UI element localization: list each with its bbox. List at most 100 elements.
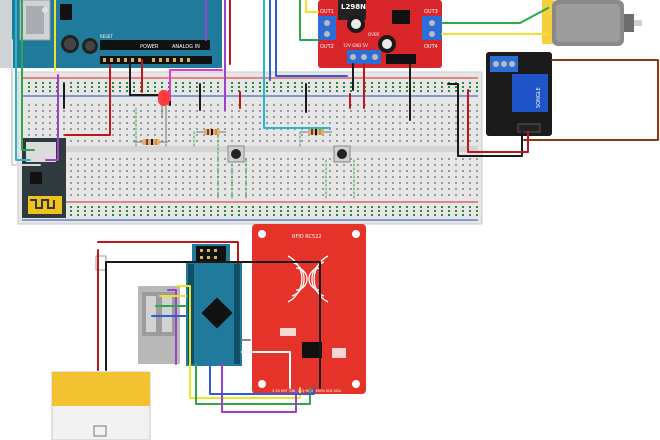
breadboard-hole xyxy=(315,194,317,196)
breadboard-hole xyxy=(343,170,345,172)
breadboard-hole xyxy=(35,90,37,92)
breadboard-hole xyxy=(364,164,366,166)
breadboard-hole xyxy=(140,176,142,178)
breadboard-hole xyxy=(168,128,170,130)
breadboard-hole xyxy=(280,90,282,92)
breadboard-hole xyxy=(154,116,156,118)
breadboard-hole xyxy=(105,86,107,88)
breadboard-hole xyxy=(322,122,324,124)
breadboard-hole xyxy=(210,182,212,184)
breadboard-hole xyxy=(140,134,142,136)
breadboard-hole xyxy=(315,210,317,212)
breadboard-hole xyxy=(259,214,261,216)
breadboard-hole xyxy=(161,188,163,190)
breadboard-hole xyxy=(98,206,100,208)
breadboard-hole xyxy=(175,164,177,166)
breadboard-hole xyxy=(343,104,345,106)
breadboard-hole xyxy=(420,134,422,136)
breadboard-hole xyxy=(112,90,114,92)
breadboard-hole xyxy=(350,128,352,130)
breadboard-hole xyxy=(91,170,93,172)
breadboard-hole xyxy=(476,116,478,118)
breadboard-hole xyxy=(189,182,191,184)
breadboard-hole xyxy=(91,140,93,142)
breadboard-hole xyxy=(476,86,478,88)
breadboard-hole xyxy=(84,206,86,208)
breadboard-hole xyxy=(462,210,464,212)
breadboard-hole xyxy=(413,164,415,166)
breadboard-hole xyxy=(189,82,191,84)
breadboard-hole xyxy=(308,90,310,92)
breadboard-hole xyxy=(252,86,254,88)
breadboard-hole xyxy=(301,182,303,184)
breadboard-hole xyxy=(140,206,142,208)
breadboard-hole xyxy=(469,194,471,196)
breadboard-hole xyxy=(441,164,443,166)
breadboard-hole xyxy=(329,82,331,84)
breadboard-hole xyxy=(350,158,352,160)
breadboard-hole xyxy=(357,164,359,166)
breadboard-hole xyxy=(168,116,170,118)
breadboard-hole xyxy=(413,206,415,208)
breadboard-hole xyxy=(364,134,366,136)
breadboard-hole xyxy=(133,214,135,216)
breadboard-hole xyxy=(154,206,156,208)
breadboard-hole xyxy=(182,164,184,166)
breadboard-hole xyxy=(245,140,247,142)
breadboard-hole xyxy=(378,140,380,142)
breadboard-hole xyxy=(105,90,107,92)
breadboard-hole xyxy=(329,86,331,88)
breadboard-hole xyxy=(469,86,471,88)
breadboard-hole xyxy=(63,122,65,124)
breadboard-hole xyxy=(371,188,373,190)
breadboard-hole xyxy=(175,110,177,112)
breadboard-hole xyxy=(252,158,254,160)
breadboard-hole xyxy=(70,214,72,216)
driver-heatsink xyxy=(338,0,366,20)
breadboard-hole xyxy=(210,110,212,112)
breadboard-hole xyxy=(406,206,408,208)
breadboard-hole xyxy=(392,104,394,106)
breadboard-hole xyxy=(476,158,478,160)
breadboard-hole xyxy=(105,206,107,208)
breadboard-hole xyxy=(287,110,289,112)
breadboard-hole xyxy=(476,134,478,136)
breadboard xyxy=(17,71,483,225)
resistor-3 xyxy=(300,129,332,135)
breadboard-hole xyxy=(476,188,478,190)
breadboard-hole xyxy=(315,170,317,172)
breadboard-hole xyxy=(252,210,254,212)
breadboard-hole xyxy=(119,90,121,92)
breadboard-hole xyxy=(238,170,240,172)
breadboard-hole xyxy=(385,206,387,208)
breadboard-hole xyxy=(273,140,275,142)
breadboard-hole xyxy=(287,194,289,196)
breadboard-hole xyxy=(154,176,156,178)
breadboard-hole xyxy=(378,134,380,136)
breadboard-hole xyxy=(273,90,275,92)
breadboard-hole xyxy=(455,110,457,112)
breadboard-hole xyxy=(126,90,128,92)
wire-magenta-led xyxy=(169,69,223,101)
breadboard-hole xyxy=(329,176,331,178)
breadboard-hole xyxy=(126,116,128,118)
breadboard-hole xyxy=(91,206,93,208)
breadboard-hole xyxy=(357,158,359,160)
breadboard-hole xyxy=(350,82,352,84)
breadboard-hole xyxy=(357,182,359,184)
breadboard-hole xyxy=(469,206,471,208)
breadboard-hole xyxy=(42,110,44,112)
breadboard-hole xyxy=(378,206,380,208)
breadboard-hole xyxy=(448,176,450,178)
breadboard-hole xyxy=(399,182,401,184)
breadboard-hole xyxy=(476,122,478,124)
breadboard-hole xyxy=(98,188,100,190)
wire-red-nrf xyxy=(64,64,111,136)
breadboard-hole xyxy=(462,214,464,216)
breadboard-hole xyxy=(217,122,219,124)
breadboard-hole xyxy=(413,104,415,106)
breadboard-hole xyxy=(147,86,149,88)
breadboard-hole xyxy=(462,86,464,88)
breadboard-hole xyxy=(182,176,184,178)
breadboard-hole xyxy=(238,214,240,216)
